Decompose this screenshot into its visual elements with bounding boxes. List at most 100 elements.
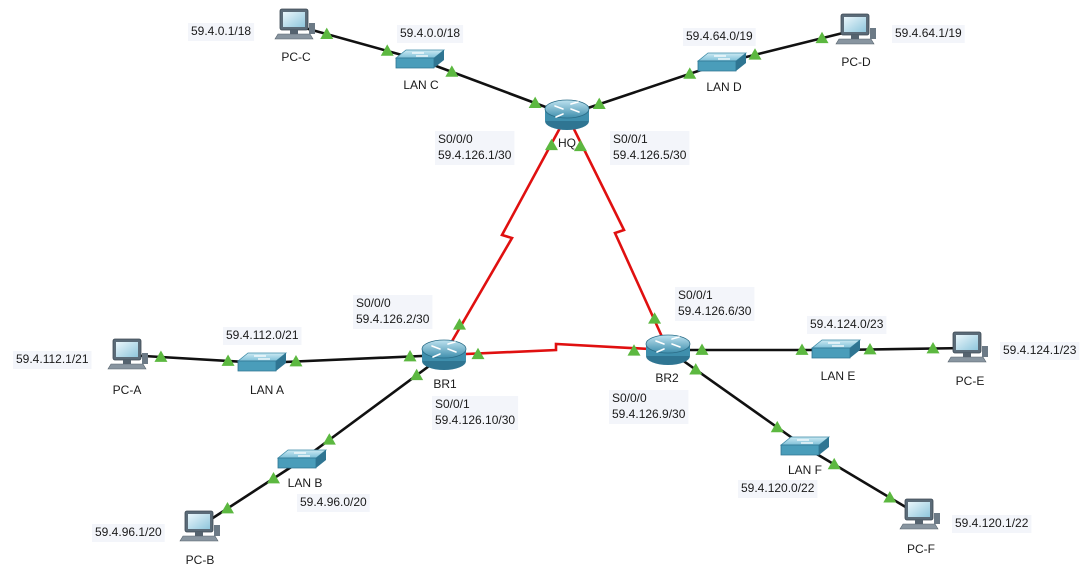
- lan-f-label: LAN F: [788, 463, 822, 477]
- address-label-bg-br1-s001: [432, 396, 519, 430]
- address-label-br2-s000: S0/0/0 59.4.126.9/30: [609, 390, 689, 424]
- link-hq-lan-d: [566, 61, 723, 117]
- address-label-bg-hq-s000: [435, 131, 515, 165]
- router-hq[interactable]: [544, 99, 590, 130]
- address-label-bg-lan-d-net: [683, 28, 756, 46]
- pc-pc-a[interactable]: [107, 338, 148, 370]
- lan-d-label: LAN D: [706, 80, 742, 94]
- address-label-lan-e-net-line-0: 59.4.124.0/23: [810, 317, 884, 331]
- address-label-bg-pc-c-ip: [188, 23, 255, 41]
- link-br2-lan-f: [667, 348, 806, 449]
- address-label-pc-c-ip: 59.4.0.1/18: [188, 23, 255, 41]
- switch-lan-f[interactable]: [779, 436, 831, 456]
- address-label-pc-b-ip-line-0: 59.4.96.1/20: [95, 525, 162, 539]
- address-label-br2-s001-line-1: 59.4.126.6/30: [678, 304, 752, 318]
- address-label-br2-s000-line-1: 59.4.126.9/30: [612, 407, 686, 421]
- pc-pc-e[interactable]: [947, 331, 988, 363]
- address-label-lan-a-net-line-0: 59.4.112.0/21: [226, 328, 299, 342]
- address-label-pc-c-ip-line-0: 59.4.0.1/18: [191, 24, 251, 38]
- pc-pc-d[interactable]: [835, 13, 876, 45]
- link-port-7-0: [266, 472, 280, 484]
- address-label-hq-s000: S0/0/0 59.4.126.1/30: [435, 131, 515, 165]
- pc-c-label: PC-C: [281, 50, 311, 64]
- link-hq-br1-serial: [442, 114, 569, 356]
- address-label-lan-f-net-line-0: 59.4.120.0/22: [741, 481, 815, 495]
- labels-layer: 59.4.0.1/18 59.4.0.0/18 59.4.64.0/19 59.4.6…: [13, 23, 1080, 542]
- link-port-2-1: [683, 67, 697, 79]
- address-label-pc-e-ip-line-0: 59.4.124.1/23: [1003, 343, 1077, 357]
- address-label-pc-d-ip-line-0: 59.4.64.1/19: [895, 26, 962, 40]
- link-port-2-0: [592, 97, 606, 110]
- br1-label: BR1: [433, 377, 457, 391]
- link-port-13-1: [648, 312, 662, 324]
- link-port-10-1: [770, 420, 784, 433]
- address-label-pc-b-ip: 59.4.96.1/20: [92, 524, 165, 542]
- address-label-hq-s001-line-1: 59.4.126.5/30: [613, 148, 687, 162]
- address-label-pc-f-ip: 59.4.120.1/22: [952, 515, 1032, 533]
- address-label-pc-a-ip-line-0: 59.4.112.1/21: [16, 352, 89, 366]
- link-port-7-1: [221, 501, 235, 514]
- link-lan-b-pc-b: [198, 458, 303, 529]
- switch-lan-b[interactable]: [276, 449, 328, 469]
- pc-pc-b[interactable]: [179, 510, 220, 542]
- switch-lan-d[interactable]: [696, 52, 748, 72]
- links-layer: [126, 23, 968, 529]
- address-label-bg-lan-c-net: [397, 25, 464, 43]
- address-label-bg-br2-s001: [675, 287, 755, 321]
- router-br2[interactable]: [645, 334, 691, 365]
- link-port-9-1: [926, 342, 940, 354]
- address-label-br1-s001-line-1: 59.4.126.10/30: [435, 413, 515, 427]
- link-port-5-0: [289, 355, 303, 367]
- address-label-bg-pc-e-ip: [1000, 342, 1080, 360]
- hq-label: HQ: [558, 136, 576, 150]
- address-label-pc-e-ip: 59.4.124.1/23: [1000, 342, 1080, 360]
- pc-pc-f[interactable]: [899, 498, 940, 530]
- address-label-bg-pc-b-ip: [92, 524, 165, 542]
- address-label-bg-pc-f-ip: [952, 515, 1032, 533]
- lan-b-label: LAN B: [288, 476, 323, 490]
- address-label-lan-c-net: 59.4.0.0/18: [397, 25, 464, 43]
- address-label-bg-pc-a-ip: [13, 351, 92, 369]
- link-port-1-0: [445, 65, 459, 77]
- link-port-0-0: [320, 27, 334, 39]
- address-label-br2-s001-line-0: S0/0/1: [678, 288, 713, 302]
- address-label-hq-s000-line-0: S0/0/0: [438, 132, 473, 146]
- pc-b-label: PC-B: [186, 553, 215, 567]
- link-lan-a-br1: [261, 353, 445, 365]
- pc-a-label: PC-A: [113, 383, 142, 397]
- pc-pc-c[interactable]: [274, 8, 315, 40]
- link-port-14-0: [471, 347, 485, 360]
- address-label-bg-br2-s000: [609, 390, 689, 424]
- link-port-14-1: [627, 344, 641, 356]
- address-label-pc-d-ip: 59.4.64.1/19: [892, 25, 965, 43]
- ports-layer: [154, 27, 940, 514]
- router-br1[interactable]: [421, 339, 467, 370]
- link-port-0-1: [380, 44, 394, 56]
- switch-lan-a[interactable]: [236, 352, 288, 372]
- address-label-lan-f-net: 59.4.120.0/22: [738, 480, 818, 498]
- link-lan-f-pc-f: [804, 445, 920, 517]
- link-port-4-1: [221, 354, 235, 366]
- lan-e-label: LAN E: [821, 369, 856, 383]
- link-port-13-0: [573, 139, 587, 152]
- address-label-br1-s001: S0/0/1 59.4.126.10/30: [432, 396, 519, 430]
- address-label-lan-e-net: 59.4.124.0/23: [807, 316, 887, 334]
- address-label-lan-d-net: 59.4.64.0/19: [683, 28, 756, 46]
- switch-lan-c[interactable]: [394, 49, 446, 69]
- switch-lan-e[interactable]: [810, 339, 862, 359]
- pc-f-label: PC-F: [907, 542, 935, 556]
- address-label-bg-lan-a-net: [223, 327, 302, 345]
- address-label-bg-lan-f-net: [738, 480, 818, 498]
- address-label-br1-s001-line-0: S0/0/1: [435, 397, 470, 411]
- address-label-br2-s001: S0/0/1 59.4.126.6/30: [675, 287, 755, 321]
- lan-c-label: LAN C: [403, 78, 439, 92]
- address-label-lan-c-net-line-0: 59.4.0.0/18: [400, 26, 460, 40]
- address-label-lan-b-net-line-0: 59.4.96.0/20: [300, 495, 367, 509]
- link-port-11-1: [883, 491, 897, 503]
- address-label-br2-s000-line-0: S0/0/0: [612, 391, 647, 405]
- link-port-8-1: [795, 343, 809, 355]
- address-label-lan-a-net: 59.4.112.0/21: [223, 327, 302, 345]
- link-lan-c-hq: [419, 58, 568, 117]
- address-label-hq-s000-line-1: 59.4.126.1/30: [438, 148, 512, 162]
